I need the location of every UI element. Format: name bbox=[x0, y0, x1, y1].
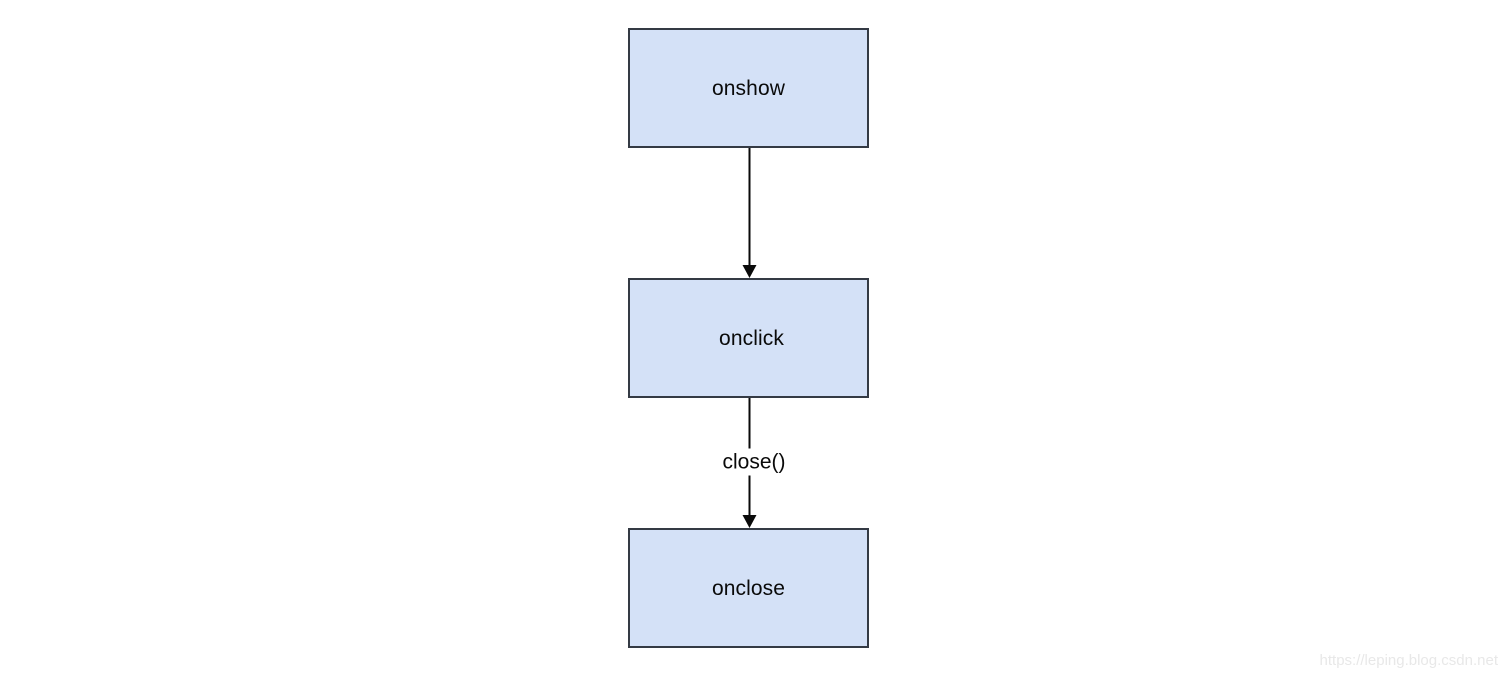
flow-node-onshow-label: onshow bbox=[712, 76, 785, 100]
flow-node-onclose[interactable]: onclose bbox=[628, 528, 869, 648]
flow-node-onclick-label: onclick bbox=[719, 326, 784, 350]
flow-node-onclick[interactable]: onclick bbox=[628, 278, 869, 398]
flow-node-onclose-label: onclose bbox=[711, 576, 786, 600]
arrowhead-icon bbox=[742, 265, 757, 278]
watermark-text: https://leping.blog.csdn.net bbox=[1319, 652, 1498, 669]
edge-label-close: close() bbox=[717, 448, 791, 476]
flow-node-onshow[interactable]: onshow bbox=[628, 28, 869, 148]
arrowhead-icon bbox=[742, 515, 757, 528]
edge-onshow-to-onclick bbox=[742, 148, 757, 278]
